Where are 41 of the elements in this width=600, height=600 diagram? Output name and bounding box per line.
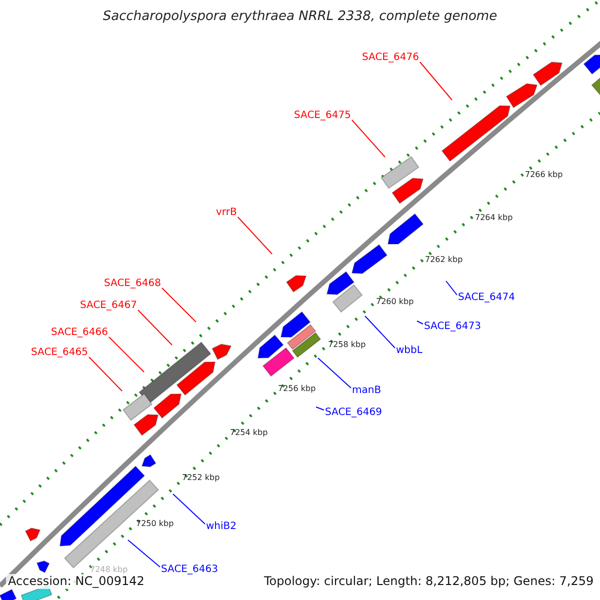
leader-line xyxy=(137,310,172,346)
leader-line xyxy=(172,494,206,524)
leader-line xyxy=(88,356,122,392)
tick-label: 7252 kbp xyxy=(182,474,220,483)
gene-label: SACE_6474 xyxy=(458,292,515,303)
gene-label: SACE_6468 xyxy=(104,278,161,289)
tick-label: 7256 kbp xyxy=(278,385,316,394)
tick-label: 7250 kbp xyxy=(136,520,174,529)
leader-line xyxy=(419,62,452,100)
leader-line xyxy=(318,358,352,388)
gene-label: SACE_6473 xyxy=(424,321,481,332)
leader-line xyxy=(351,120,386,158)
gene-label: manB xyxy=(352,385,382,396)
leader-line xyxy=(108,336,144,372)
gene-label: SACE_6476 xyxy=(362,52,419,63)
leader-line xyxy=(416,320,424,324)
gene-label: SACE_6466 xyxy=(51,327,108,338)
gene-label: SACE_6467 xyxy=(80,300,137,311)
leader-line xyxy=(364,316,396,348)
leader-line xyxy=(161,288,196,322)
accession-text: Accession: NC_009142 xyxy=(6,574,146,590)
tick-label: 7260 kbp xyxy=(376,298,414,307)
tick-label: 7266 kbp xyxy=(525,171,563,180)
map-title: Saccharopolyspora erythraea NRRL 2338, complete genome xyxy=(102,10,498,24)
gene-label: SACE_6463 xyxy=(161,564,218,575)
gene-label: wbbL xyxy=(396,345,422,356)
leader-line xyxy=(237,216,272,254)
tick-label: 7258 kbp xyxy=(328,341,366,350)
leader-line xyxy=(316,406,324,410)
tick-label: 7248 kbp xyxy=(90,566,128,575)
tick-label: 7262 kbp xyxy=(425,256,463,265)
leader-line xyxy=(446,280,458,296)
gene-label: whiB2 xyxy=(206,521,237,532)
tick-label: 7264 kbp xyxy=(475,214,513,223)
gene-label: vrrB xyxy=(216,207,237,218)
genome-info-text: Topology: circular; Length: 8,212,805 bp; Genes: 7,259 xyxy=(262,574,596,590)
gene-label: SACE_6469 xyxy=(325,407,382,418)
gene-label: SACE_6475 xyxy=(294,110,351,121)
tick-label: 7254 kbp xyxy=(230,429,268,438)
gene-label: SACE_6465 xyxy=(31,347,88,358)
leader-line xyxy=(128,540,160,568)
